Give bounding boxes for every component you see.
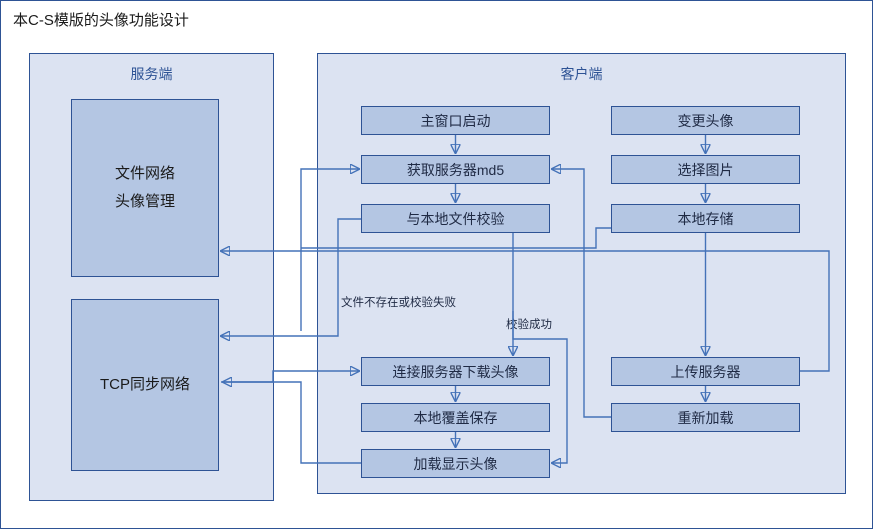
node-load-display[interactable]: 加载显示头像 (361, 449, 550, 478)
node-get-md5[interactable]: 获取服务器md5 (361, 155, 550, 184)
server-panel-title: 服务端 (130, 66, 173, 82)
client-panel-title: 客户端 (560, 66, 603, 82)
server-box-tcp-network: TCP同步网络 (71, 299, 219, 471)
node-reload[interactable]: 重新加载 (611, 403, 800, 432)
node-local-store[interactable]: 本地存储 (611, 204, 800, 233)
node-verify-local[interactable]: 与本地文件校验 (361, 204, 550, 233)
node-main-start[interactable]: 主窗口启动 (361, 106, 550, 135)
node-upload-server[interactable]: 上传服务器 (611, 357, 800, 386)
node-overwrite-save[interactable]: 本地覆盖保存 (361, 403, 550, 432)
edge-label-verify-fail: 文件不存在或校验失败 (341, 297, 456, 309)
node-choose-image[interactable]: 选择图片 (611, 155, 800, 184)
edge-label-verify-success: 校验成功 (506, 319, 552, 331)
node-change-avatar[interactable]: 变更头像 (611, 106, 800, 135)
server-box-file-network-line2: 头像管理 (114, 193, 175, 210)
page-title: 本C-S模版的头像功能设计 (13, 12, 189, 29)
server-box-tcp-network-line1: TCP同步网络 (99, 375, 190, 393)
server-box-file-network-line1: 文件网络 (114, 164, 175, 182)
node-download-avatar[interactable]: 连接服务器下载头像 (361, 357, 550, 386)
server-box-file-network: 文件网络 头像管理 (71, 99, 219, 277)
